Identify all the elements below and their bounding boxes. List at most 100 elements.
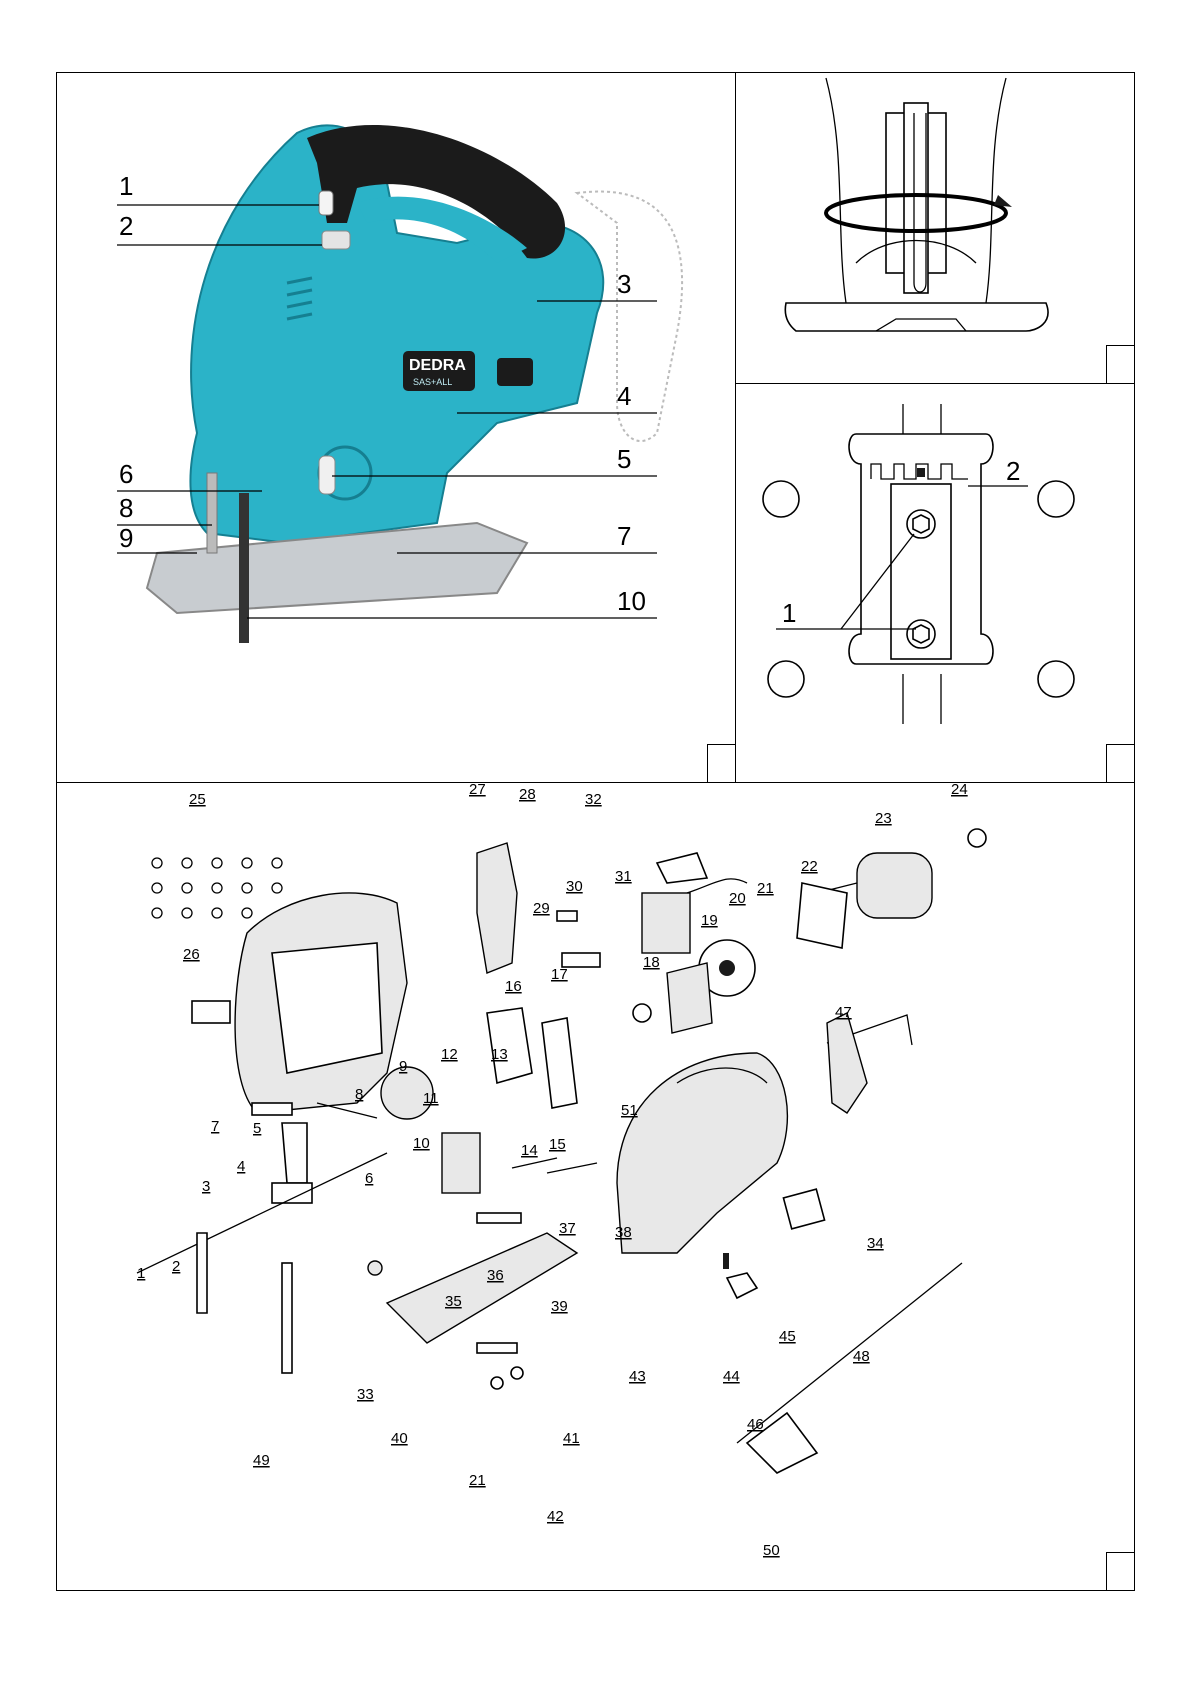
part-label-24: 24: [951, 783, 968, 798]
part-label-13: 13: [491, 1046, 508, 1063]
part-label-30: 30: [566, 878, 583, 895]
base-slider: [477, 1343, 517, 1353]
part-label-26: 26: [183, 946, 200, 963]
knob: [368, 1261, 382, 1275]
callout-2: 2: [119, 211, 133, 241]
callout-3: 3: [617, 269, 631, 299]
panel-overview: DEDRA SAS+ALL 1 2 3 4 5 6 7 8: [56, 72, 736, 783]
callout-10: 10: [617, 586, 646, 616]
part-label-19: 19: [701, 912, 718, 929]
callout-7: 7: [617, 521, 631, 551]
label-plate: [192, 1001, 230, 1023]
part-label-50: 50: [763, 1542, 780, 1559]
part-label-48: 48: [853, 1348, 870, 1365]
guide-plate: [542, 1018, 577, 1108]
part-label-14: 14: [521, 1142, 538, 1159]
part-label-25: 25: [189, 791, 206, 808]
parallel-guide: [737, 1263, 962, 1443]
part-label-33: 33: [357, 1386, 374, 1403]
jigsaw-body: [190, 125, 603, 543]
part-label-36: 36: [487, 1267, 504, 1284]
support-bar: [477, 1213, 521, 1223]
part-label-21: 21: [757, 880, 774, 897]
part-label-39: 39: [551, 1298, 568, 1315]
mount-hole: [768, 661, 804, 697]
spring: [557, 911, 577, 921]
corner-marker: [707, 744, 735, 782]
panel-blade-insert: [735, 72, 1135, 384]
part-label-21b: 21: [469, 1472, 486, 1489]
corner-marker: [1106, 744, 1134, 782]
part-label-29: 29: [533, 900, 550, 917]
panel-clamp-screws: 1 2: [735, 383, 1135, 783]
part-label-38: 38: [615, 1224, 632, 1241]
part-label-11: 11: [423, 1090, 439, 1107]
part-label-47: 47: [835, 1004, 852, 1021]
panel-exploded-view: 1 2 3 4 5 6 7 8 9 10 11 12 13 14 15 16 1…: [56, 782, 1135, 1591]
switch-bracket: [657, 853, 707, 883]
base-plate: [147, 523, 527, 613]
part-label-16: 16: [505, 978, 522, 995]
part-label-10: 10: [413, 1135, 430, 1152]
speed-knob: [727, 1273, 757, 1298]
callout-8: 8: [119, 493, 133, 523]
part-label-22: 22: [801, 858, 818, 875]
base-plate-part: [387, 1233, 577, 1343]
mount-hole: [763, 481, 799, 517]
base-plate-edge: [785, 303, 1048, 331]
saw-blade: [239, 493, 249, 643]
part-label-45: 45: [779, 1328, 796, 1345]
guide-rod: [207, 473, 217, 553]
clamp-callout-2: 2: [1006, 456, 1020, 486]
part-label-49: 49: [253, 1452, 270, 1469]
part-label-20: 20: [729, 890, 746, 907]
part-label-4: 4: [237, 1158, 245, 1175]
blade-holder: [904, 103, 928, 293]
part-label-34: 34: [867, 1235, 884, 1252]
part-label-18: 18: [643, 954, 660, 971]
part-label-15: 15: [549, 1136, 566, 1153]
part-label-44: 44: [723, 1368, 740, 1385]
plunger: [282, 1123, 307, 1183]
battery-cover: [827, 1013, 867, 1113]
clamp-callout-1: 1: [782, 598, 796, 628]
overview-figure: DEDRA SAS+ALL 1 2 3 4 5 6 7 8: [57, 73, 737, 784]
part-label-51: 51: [621, 1102, 638, 1119]
exploded-figure: 1 2 3 4 5 6 7 8 9 10 11 12 13 14 15 16 1…: [57, 783, 1136, 1592]
motor-bracket: [797, 883, 847, 948]
housing-right: [617, 1053, 787, 1253]
lock-button: [319, 191, 333, 215]
brand-badge: SAS+ALL: [413, 377, 452, 387]
washer: [633, 1004, 651, 1022]
part-label-7: 7: [211, 1118, 219, 1135]
saw-blade-part: [282, 1263, 292, 1373]
motor: [857, 853, 932, 918]
part-label-1: 1: [137, 1265, 145, 1282]
part-label-23: 23: [875, 810, 892, 827]
blade-insert-figure: [736, 73, 1136, 385]
pendulum-lever: [319, 456, 335, 494]
part-label-8: 8: [355, 1086, 363, 1103]
slide-button: [562, 953, 600, 967]
part-label-5: 5: [253, 1120, 261, 1137]
part-label-31: 31: [615, 868, 632, 885]
callout-9: 9: [119, 523, 133, 553]
part-label-3: 3: [202, 1178, 210, 1195]
plunger-holder: [272, 1183, 312, 1203]
part-label-12: 12: [441, 1046, 458, 1063]
mount-hole: [1038, 481, 1074, 517]
rating-label: [783, 1189, 824, 1229]
part-label-17: 17: [551, 966, 568, 983]
part-label-6: 6: [365, 1170, 373, 1187]
handle-half: [477, 843, 517, 973]
callout-1: 1: [119, 171, 133, 201]
part-label-2: 2: [172, 1258, 180, 1275]
part-label-37: 37: [559, 1220, 576, 1237]
part-label-41: 41: [563, 1430, 580, 1447]
clamp-block: [252, 1103, 292, 1115]
part-label-32: 32: [585, 791, 602, 808]
corner-marker: [1106, 345, 1134, 383]
part-label-28: 28: [519, 786, 536, 803]
roller-guide: [442, 1133, 480, 1193]
part-label-35: 35: [445, 1293, 462, 1310]
